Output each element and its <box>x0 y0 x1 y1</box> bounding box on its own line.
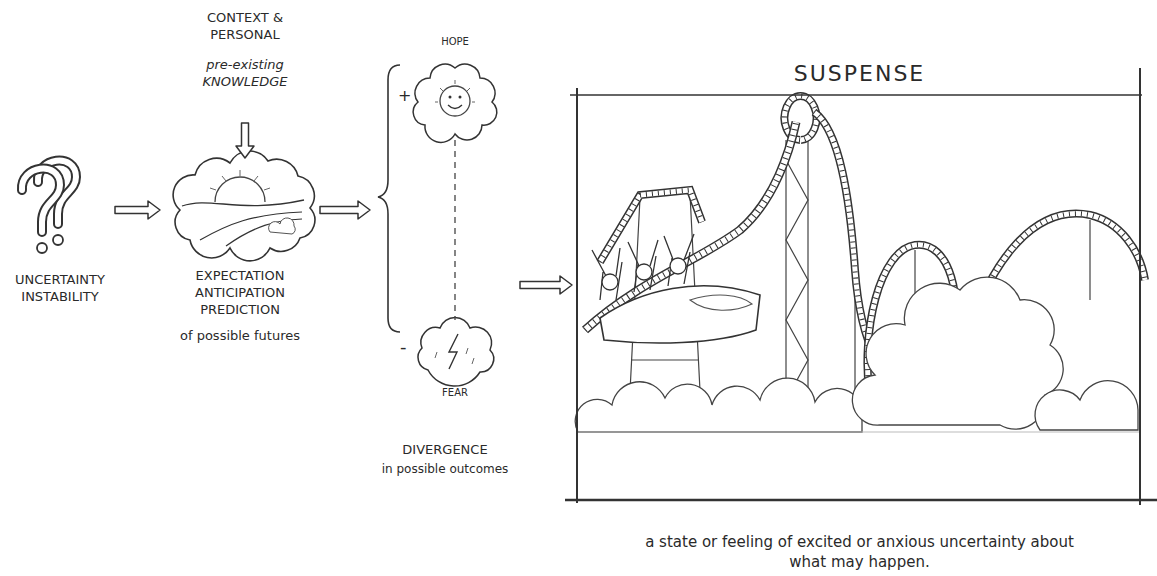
frame-bottom <box>565 499 1157 502</box>
cloud-outline <box>173 151 315 261</box>
question-fill <box>22 169 60 232</box>
cloud-bank <box>1035 381 1138 430</box>
node-text: pre-existing KNOWLEDGE <box>190 57 300 91</box>
diagram-node: EXPECTATION ANTICIPATION PREDICTION of po… <box>160 158 320 353</box>
sun-eye <box>459 96 462 99</box>
sun-rays <box>435 80 475 102</box>
rain-drops <box>435 348 474 364</box>
hope-cloud <box>413 64 497 142</box>
diagram-node: FEAR <box>410 320 500 405</box>
node-text: UNCERTAINTY INSTABILITY <box>5 272 115 306</box>
block-arrow <box>115 201 160 219</box>
road-line <box>200 212 302 240</box>
sun-eye <box>449 96 452 99</box>
rider-head <box>670 258 686 274</box>
block-arrow <box>236 123 254 158</box>
node-text: of possible futures <box>160 328 320 345</box>
tower-brace <box>786 160 808 400</box>
rider-head <box>636 264 652 280</box>
node-text: FEAR <box>410 386 500 399</box>
block-arrow <box>320 201 370 219</box>
ground-line <box>578 432 1140 433</box>
node-text: a state or feeling of excited or anxious… <box>632 533 1087 572</box>
rider-arms <box>628 240 658 292</box>
lightning-bolt <box>449 334 458 369</box>
question-dot <box>37 243 47 253</box>
coaster-car <box>600 286 760 343</box>
node-text: in possible outcomes <box>370 462 520 478</box>
node-text: SUSPENSE <box>572 60 1147 89</box>
rider-arms <box>592 248 622 300</box>
horizon-line <box>182 200 304 206</box>
curly-bracket <box>378 65 400 332</box>
diagram-node: CONTEXT & PERSONAL pre-existing KNOWLEDGE <box>180 5 310 123</box>
sun-face <box>440 86 470 116</box>
dashed-connector <box>454 140 455 320</box>
frame-right <box>1139 68 1141 505</box>
sign-label: - <box>400 338 407 356</box>
sun-arc <box>215 177 265 202</box>
cloud-outline <box>418 318 494 387</box>
car-detail <box>690 295 752 310</box>
node-text: HOPE <box>410 35 500 48</box>
fear-cloud <box>418 318 494 387</box>
sun-rays <box>210 170 270 190</box>
big-cloud <box>852 277 1063 429</box>
expectation-cloud <box>173 151 315 261</box>
node-text: CONTEXT & PERSONAL <box>195 10 295 44</box>
small-cloud <box>269 218 296 234</box>
sign-label: + <box>398 88 411 104</box>
diagram-node: DIVERGENCE in possible outcomes HOPE FEAR <box>370 30 520 480</box>
rider-head <box>602 274 618 290</box>
node-text: DIVERGENCE <box>370 442 520 459</box>
cloud-outline <box>413 64 497 142</box>
question-mark <box>22 169 60 253</box>
cloud-bank <box>575 378 862 432</box>
question-outline <box>22 169 60 232</box>
block-arrow <box>520 276 572 294</box>
question-dot <box>53 235 63 245</box>
diagram-node: UNCERTAINTY INSTABILITY <box>5 160 115 310</box>
frame-left <box>576 88 578 503</box>
sun-smile <box>448 105 462 109</box>
diagram-node: SUSPENSE a state or feeling of excited or… <box>572 55 1147 575</box>
frame-top <box>570 94 1142 95</box>
rider-arms <box>664 234 694 286</box>
diagram-node: HOPE <box>410 30 500 140</box>
picture-frame <box>565 68 1157 505</box>
node-text: EXPECTATION ANTICIPATION PREDICTION <box>180 268 300 319</box>
roller-coaster-scene <box>575 96 1145 432</box>
